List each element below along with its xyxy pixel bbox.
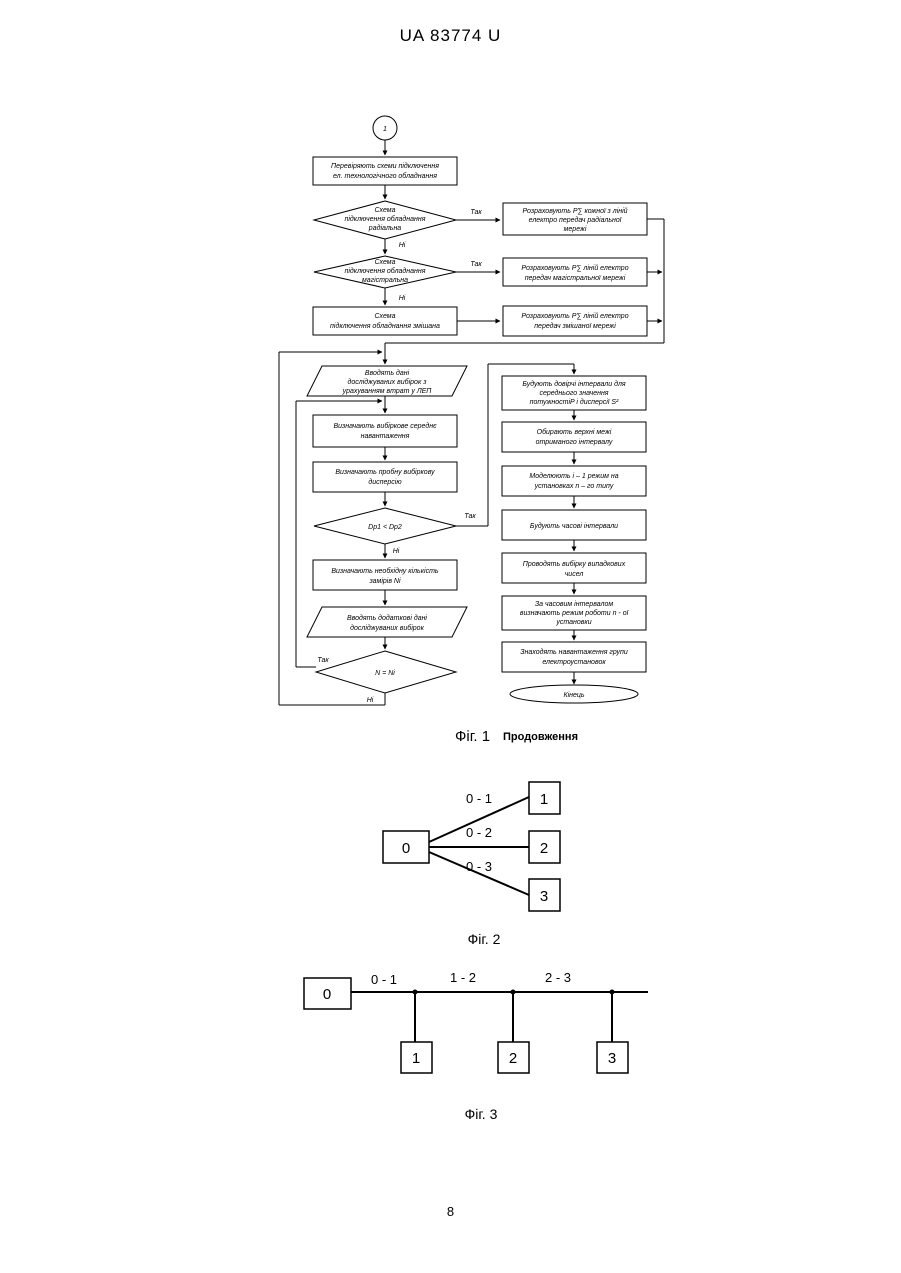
operation-mode-line-2: визначають режим роботи n - ої bbox=[520, 609, 630, 617]
num-measures-box bbox=[313, 560, 457, 590]
calc-main-line-2: передач магістральної мережі bbox=[525, 274, 626, 282]
modeling-box bbox=[502, 466, 646, 496]
calc-radial-line-1: Розраховують P∑ кожної з ліній bbox=[522, 207, 627, 215]
radial-decision-line-2: підключення обладнання bbox=[345, 215, 426, 223]
loop-yes-label: Так bbox=[317, 657, 329, 664]
connector-label: 1 bbox=[383, 126, 387, 133]
extra-data-line-2: досліджуваних вибірок bbox=[350, 624, 424, 632]
input-data-line-1: Вводять дані bbox=[365, 369, 410, 377]
fig3-seg-3-label: 2 - 3 bbox=[545, 970, 571, 985]
compare-yes-label: Так bbox=[464, 513, 476, 520]
fig2-line-2-label: 0 - 2 bbox=[466, 825, 492, 840]
sample-mean-line-1: Визначають вибіркове середнє bbox=[333, 422, 437, 430]
sample-var-line-1: Визначають пробну вибіркову bbox=[335, 468, 435, 476]
radial-no-label: Ні bbox=[399, 241, 406, 249]
group-load-line-1: Знаходять навантаження групи bbox=[520, 648, 628, 656]
compare-no-label: Ні bbox=[393, 547, 400, 555]
extra-data-parallelogram bbox=[307, 607, 467, 637]
fig2-node-3-label: 3 bbox=[540, 888, 548, 905]
sample-var-line-2: дисперсію bbox=[368, 478, 402, 486]
sample-variance-box bbox=[313, 462, 457, 492]
random-sample-line-2: чисел bbox=[565, 571, 584, 578]
extra-data-line-1: Вводять додаткові дані bbox=[347, 614, 427, 622]
fig2-caption: Фіг. 2 bbox=[468, 931, 501, 947]
upper-bounds-line-1: Обирають верхні межі bbox=[537, 428, 612, 436]
random-sample-line-1: Проводять вибірку випадкових bbox=[523, 560, 626, 568]
modeling-line-1: Моделюють i – 1 режим на bbox=[529, 472, 618, 480]
calc-mixed-line-1: Розраховують P∑ ліній електро bbox=[521, 312, 628, 320]
conf-intervals-line-1: Будують довірчі інтервали для bbox=[522, 380, 626, 388]
check-scheme-line-1: Перевіряють схеми підключення bbox=[331, 162, 439, 170]
sample-mean-line-2: навантаження bbox=[361, 433, 410, 440]
operation-mode-line-1: За часовим інтервалом bbox=[535, 600, 614, 608]
input-data-line-2: досліджуваних вибірок з bbox=[348, 378, 428, 386]
page-number: 8 bbox=[0, 1204, 901, 1219]
fig3-seg-2-label: 1 - 2 bbox=[450, 970, 476, 985]
num-measures-line-2: замірів Ni bbox=[368, 577, 401, 585]
fig2-line-3-label: 0 - 3 bbox=[466, 859, 492, 874]
compare-label: Dp1 < Dp2 bbox=[368, 524, 402, 531]
main-no-label: Ні bbox=[399, 294, 406, 302]
check-scheme-box bbox=[313, 157, 457, 185]
main-yes-label: Так bbox=[470, 261, 482, 268]
fig2-node-0-label: 0 bbox=[402, 840, 410, 857]
fig1-caption-sub: Продовження bbox=[503, 731, 578, 743]
radial-yes-label: Так bbox=[470, 209, 482, 216]
fig3-node-0-label: 0 bbox=[323, 986, 331, 1003]
radial-decision-line-1: Схема bbox=[375, 207, 396, 214]
random-sample-box bbox=[502, 553, 646, 583]
conf-intervals-line-2: середнього значення bbox=[539, 389, 608, 397]
main-decision-line-3: магістральна bbox=[362, 276, 408, 284]
main-decision-line-2: підключення обладнання bbox=[345, 267, 426, 275]
mixed-scheme-box bbox=[313, 307, 457, 335]
end-label: Кінець bbox=[563, 691, 584, 699]
calc-radial-line-3: мережі bbox=[564, 225, 587, 233]
calc-mixed-box bbox=[503, 306, 647, 336]
sample-mean-box bbox=[313, 415, 457, 447]
group-load-line-2: електроустановок bbox=[542, 659, 606, 666]
operation-mode-line-3: установки bbox=[555, 619, 591, 626]
loop-check-label: N = Ni bbox=[375, 670, 395, 677]
fig3-seg-1-label: 0 - 1 bbox=[371, 972, 397, 987]
conf-intervals-line-3: потужностіP і дисперсії S² bbox=[530, 398, 619, 406]
fig2-node-1-label: 1 bbox=[540, 791, 548, 808]
fig3-node-2-label: 2 bbox=[509, 1050, 517, 1067]
check-scheme-line-2: ел. технологічного обладнання bbox=[333, 172, 437, 180]
fig3-caption: Фіг. 3 bbox=[465, 1106, 498, 1122]
fig3-node-3-label: 3 bbox=[608, 1050, 616, 1067]
fig3-node-1-label: 1 bbox=[412, 1050, 420, 1067]
mixed-scheme-line-1: Схема bbox=[375, 313, 396, 320]
input-data-line-3: урахуванням втрат у ЛЕП bbox=[342, 388, 433, 395]
figure-1-caption: Фіг. 1 Продовження bbox=[455, 728, 578, 745]
modeling-line-2: установках n – го типу bbox=[534, 483, 614, 490]
mixed-scheme-line-2: підключення обладнання змішана bbox=[330, 322, 440, 330]
figure-3-trunk-network bbox=[304, 978, 648, 1073]
fig2-line-1-label: 0 - 1 bbox=[466, 791, 492, 806]
fig2-node-2-label: 2 bbox=[540, 840, 548, 857]
time-intervals-label: Будують часові інтервали bbox=[530, 522, 618, 530]
num-measures-line-1: Визначають необхідну кількість bbox=[331, 567, 439, 575]
upper-bounds-box bbox=[502, 422, 646, 452]
figure-2-labels: 0 1 2 3 0 - 1 0 - 2 0 - 3 Фіг. 2 bbox=[402, 791, 548, 947]
calc-main-line-1: Розраховують P∑ ліній електро bbox=[521, 264, 628, 272]
calc-mixed-line-2: передач змішаної мережі bbox=[534, 322, 616, 330]
loop-no-label: Ні bbox=[367, 696, 374, 704]
calc-radial-line-2: електро передач радіальної bbox=[529, 216, 623, 224]
radial-decision-line-3: радіальна bbox=[368, 224, 402, 232]
group-load-box bbox=[502, 642, 646, 672]
fig1-caption-main: Фіг. 1 bbox=[455, 728, 490, 745]
main-decision-line-1: Схема bbox=[375, 259, 396, 266]
upper-bounds-line-2: отриманого інтервалу bbox=[536, 438, 613, 446]
